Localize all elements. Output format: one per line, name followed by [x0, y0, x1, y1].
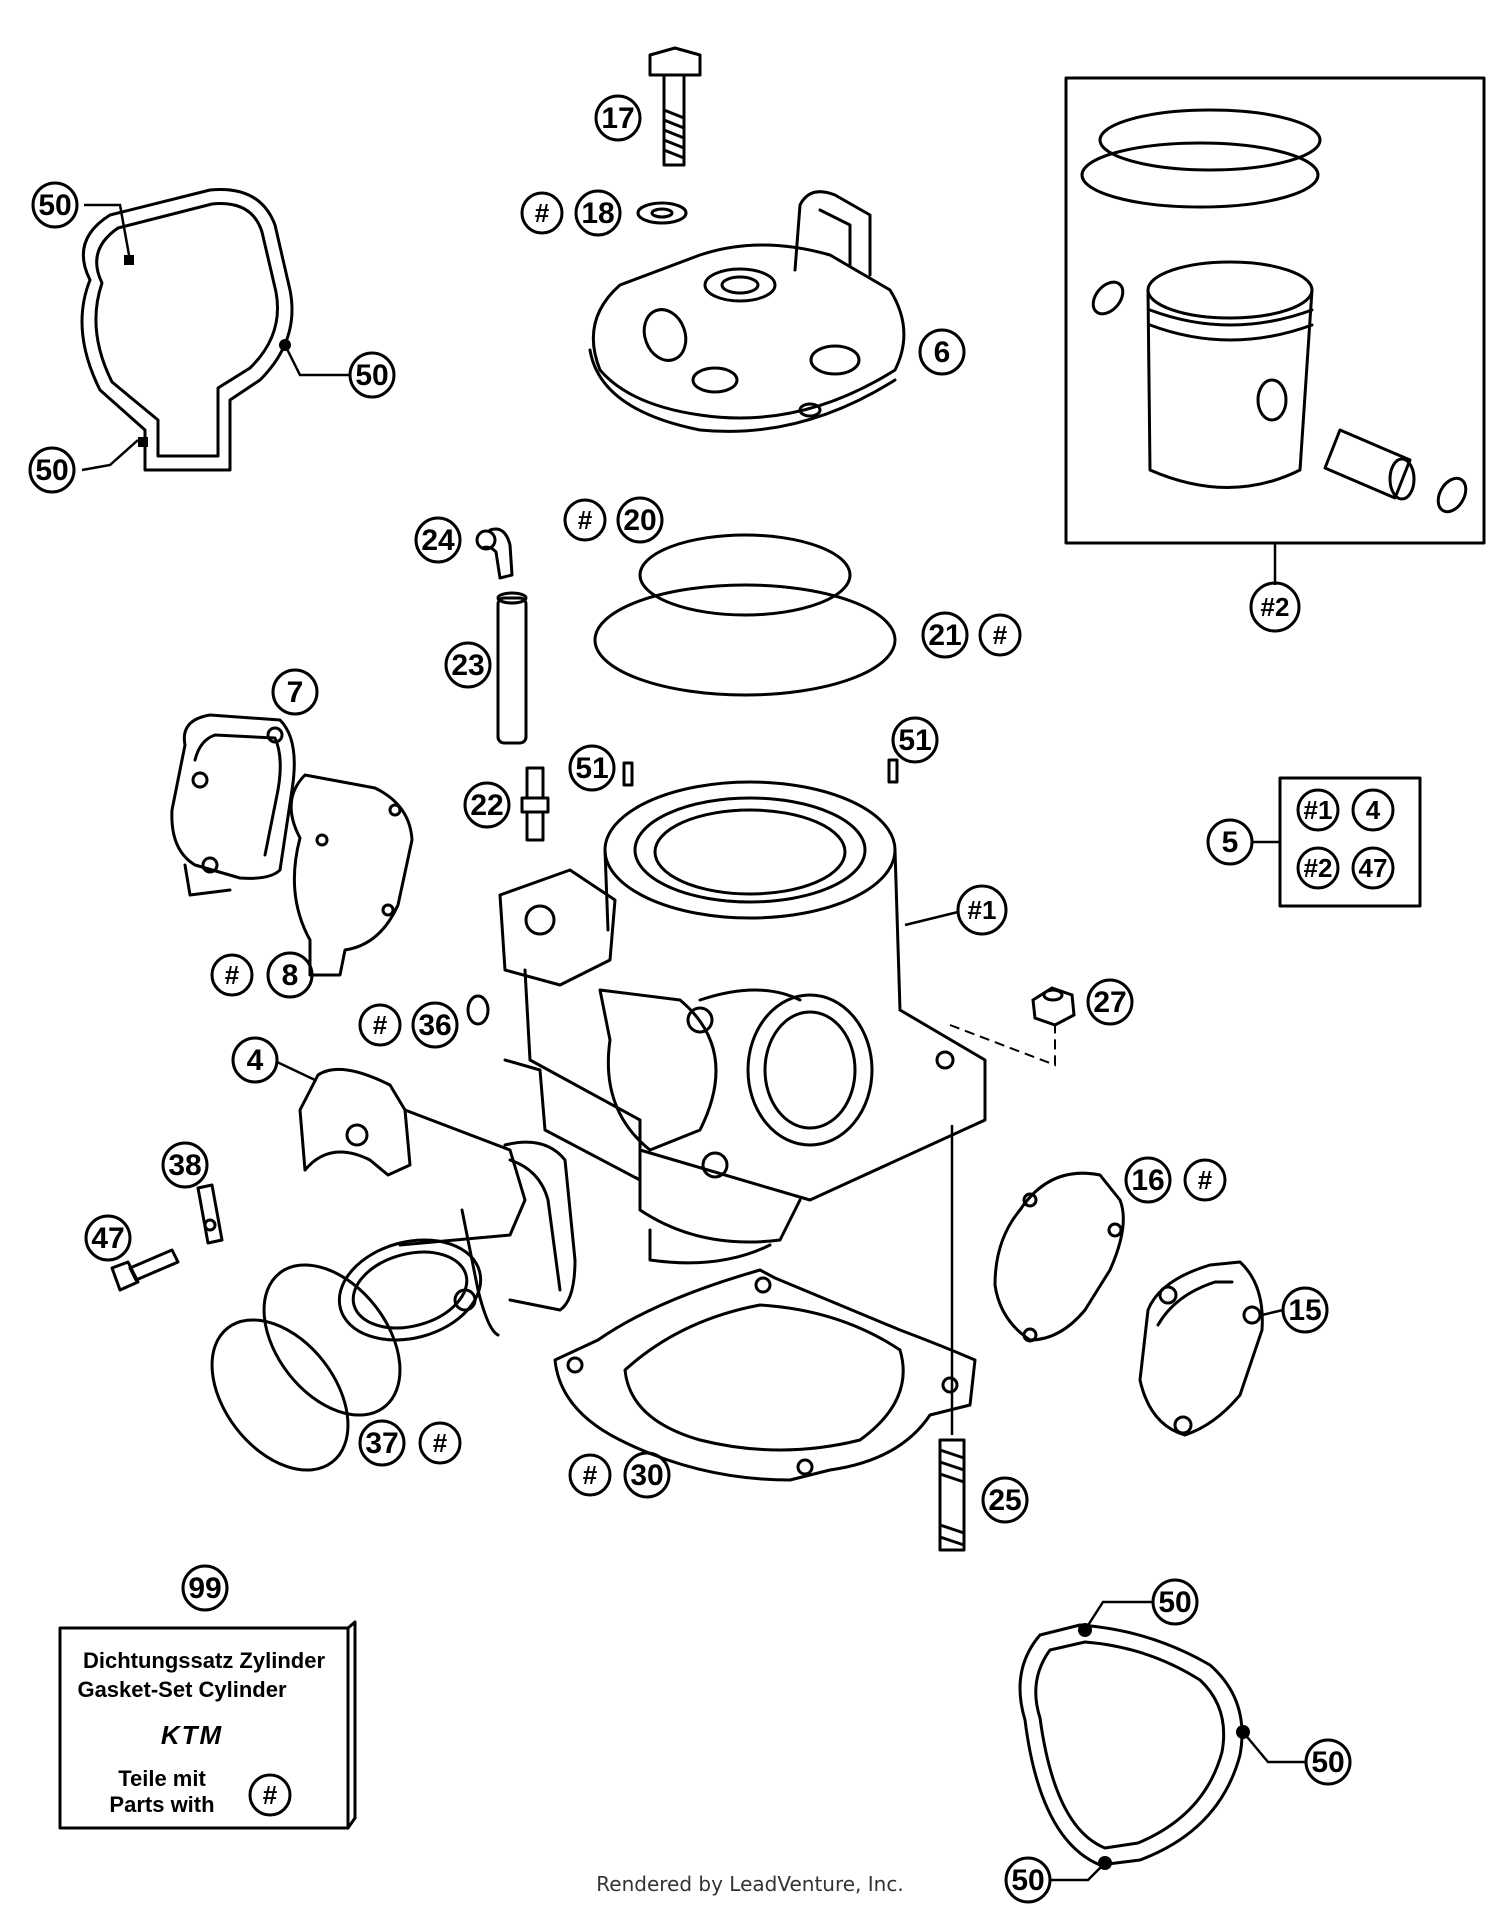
- card-brand-logo: KTM: [161, 1720, 223, 1750]
- kit-5-box: #1 4 #2 47: [1252, 776, 1422, 908]
- dowel-pin-right: [887, 758, 899, 784]
- callout-1: #1: [968, 895, 997, 925]
- callout-36: 36: [418, 1009, 451, 1042]
- callout-24: 24: [421, 524, 455, 557]
- callouts: 17 # 18 6 50 50 50 24 # 20 21 # 23 7: [28, 94, 1352, 1904]
- o-ring-large: [593, 583, 897, 697]
- card-symbol: #: [263, 1780, 278, 1810]
- o-ring-36: [466, 994, 490, 1026]
- callout-20: 20: [623, 504, 656, 537]
- piston-rings: [1080, 108, 1322, 209]
- card-line-4: Parts with: [109, 1792, 214, 1817]
- cylinder-nut: [1031, 986, 1076, 1027]
- callout-18: 18: [581, 197, 614, 230]
- render-credit: Rendered by LeadVenture, Inc.: [596, 1872, 904, 1896]
- intake-o-ring-lower: [210, 1318, 350, 1472]
- o-ring-small: [638, 533, 852, 617]
- washer: [636, 201, 688, 225]
- cylinder-base-gasket: [553, 1268, 977, 1482]
- callout-38: 38: [168, 1149, 201, 1182]
- intake-flange: [298, 1067, 577, 1342]
- callout-50-br-2: 50: [1311, 1746, 1344, 1779]
- callout-37: 37: [365, 1427, 398, 1460]
- callout-17: 17: [601, 102, 634, 135]
- circlip-right: [1436, 476, 1468, 514]
- circlip-left: [1091, 280, 1125, 316]
- gasket-set-card: Dichtungssatz Zylinder Gasket-Set Cylind…: [58, 1620, 357, 1830]
- callout-23: 23: [451, 649, 484, 682]
- callout-51-b: 51: [898, 724, 931, 757]
- callout-25: 25: [988, 1484, 1021, 1517]
- card-line-1: Dichtungssatz Zylinder: [83, 1648, 325, 1673]
- callout-15: 15: [1288, 1294, 1321, 1327]
- callout-27: 27: [1093, 986, 1126, 1019]
- callout-47: 47: [91, 1222, 124, 1255]
- callout-21-hash: #: [993, 620, 1008, 650]
- callout-50-br-3: 50: [1011, 1864, 1044, 1897]
- callout-7: 7: [287, 676, 304, 709]
- callout-5: 5: [1222, 826, 1239, 859]
- hose-nipple: [520, 766, 550, 842]
- kit5-item-c: #2: [1304, 853, 1333, 883]
- cylinder-head: [588, 190, 906, 433]
- callout-30-hash: #: [583, 1460, 598, 1490]
- callout-50-tl-2: 50: [355, 359, 388, 392]
- intake-screw: [110, 1248, 180, 1292]
- power-valve-cover-left: [170, 713, 296, 897]
- kit5-item-d: 47: [1359, 853, 1388, 883]
- intake-o-ring-upper: [262, 1263, 402, 1417]
- callout-2: #2: [1261, 592, 1290, 622]
- callout-37-hash: #: [433, 1428, 448, 1458]
- callout-30: 30: [630, 1459, 663, 1492]
- callout-36-hash: #: [373, 1010, 388, 1040]
- callout-99: 99: [188, 1572, 221, 1605]
- callout-8-hash: #: [225, 960, 240, 990]
- power-valve-cover-right: [1138, 1260, 1264, 1437]
- card-line-3: Teile mit: [118, 1766, 206, 1791]
- power-valve-gasket-left: [289, 773, 414, 977]
- callout-20-hash: #: [578, 505, 593, 535]
- callout-50-tl-1: 50: [38, 189, 71, 222]
- cylinder-head-bolt: [648, 46, 702, 167]
- kit5-item-a: #1: [1304, 795, 1333, 825]
- cylinder-stud: [938, 1125, 966, 1552]
- card-line-2: Gasket-Set Cylinder: [77, 1677, 287, 1702]
- callout-16: 16: [1131, 1164, 1164, 1197]
- cylinder: [498, 780, 987, 1265]
- callout-50-br-1: 50: [1158, 1586, 1191, 1619]
- hose-elbow: [475, 527, 514, 580]
- callout-6: 6: [934, 336, 951, 369]
- piston-pin: [1323, 428, 1416, 501]
- exhaust-cover-gasket-bottom: [1018, 1600, 1305, 1882]
- callout-4: 4: [247, 1044, 264, 1077]
- callout-50-tl-3: 50: [35, 454, 68, 487]
- callout-22: 22: [470, 789, 503, 822]
- callout-8: 8: [282, 959, 299, 992]
- exhaust-cover-gasket-top: [80, 187, 350, 472]
- power-valve-gasket-right: [993, 1171, 1125, 1343]
- callout-51-a: 51: [575, 752, 608, 785]
- kit5-item-b: 4: [1366, 795, 1381, 825]
- mounting-bracket: [196, 1183, 224, 1245]
- piston: [1146, 260, 1314, 489]
- piston-kit-box: [1064, 76, 1486, 585]
- dowel-pin-left: [622, 761, 634, 787]
- callout-18-hash: #: [535, 198, 550, 228]
- breather-hose: [496, 591, 528, 745]
- callout-16-hash: #: [1198, 1165, 1213, 1195]
- callout-21: 21: [928, 619, 961, 652]
